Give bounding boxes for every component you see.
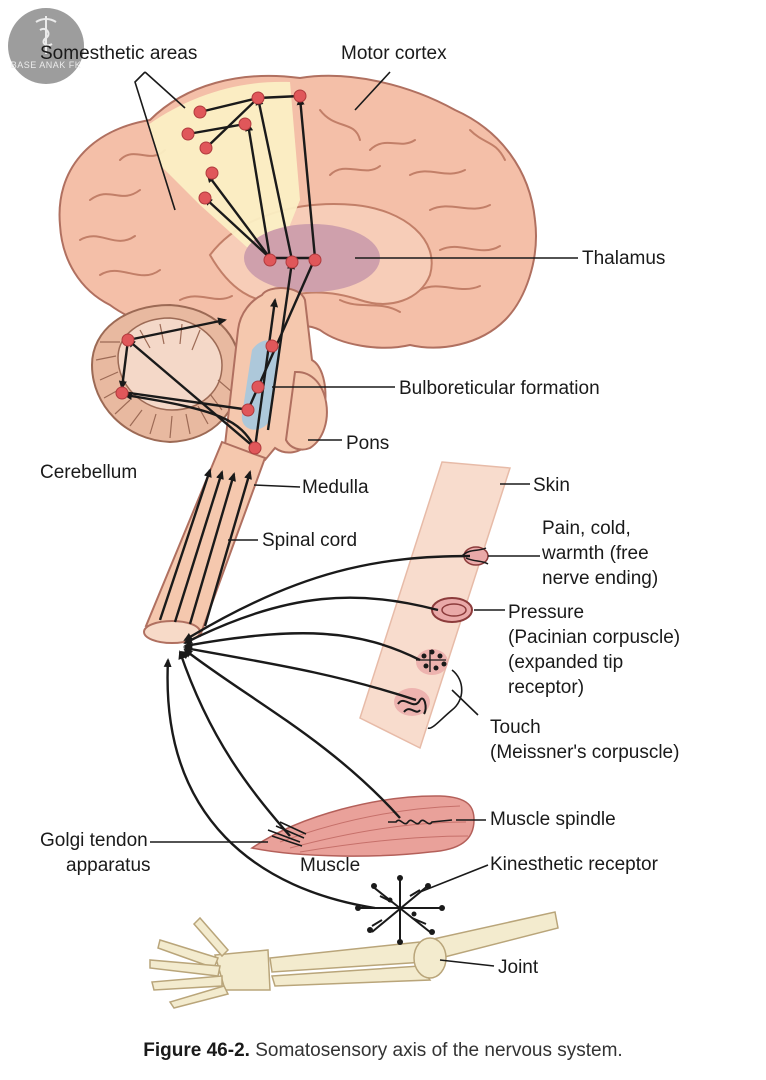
label-thalamus: Thalamus (582, 248, 666, 269)
label-pressure-1: Pressure (508, 602, 585, 623)
leader-lines (134, 71, 578, 967)
label-kinesthetic-receptor: Kinesthetic receptor (490, 854, 658, 875)
sensory-pathways (118, 96, 471, 910)
golgi-tendon-apparatus (267, 821, 307, 847)
expanded-tip-receptor (416, 649, 448, 675)
caduceus-icon (35, 16, 57, 54)
label-joint: Joint (498, 957, 539, 978)
label-golgi-1: Golgi tendon (40, 830, 148, 851)
label-pain-1: Pain, cold, (542, 518, 631, 539)
caption-text: Somatosensory axis of the nervous system… (255, 1040, 623, 1061)
label-cerebellum: Cerebellum (40, 462, 138, 483)
label-motor-cortex: Motor cortex (341, 43, 447, 64)
label-spinal-cord: Spinal cord (262, 530, 358, 551)
label-muscle-spindle: Muscle spindle (490, 809, 616, 830)
label-pons: Pons (346, 433, 390, 454)
figure-caption: Figure 46-2. Somatosensory axis of the n… (0, 1040, 766, 1062)
pacinian-corpuscle (431, 597, 473, 623)
meissner-corpuscle (394, 688, 430, 716)
neuron-dots (115, 89, 322, 455)
label-golgi-2: apparatus (66, 855, 151, 876)
label-pressure-3: (expanded tip (508, 652, 624, 673)
watermark-text: BASE ANAK FK (10, 60, 82, 70)
label-bulboreticular-formation: Bulboreticular formation (399, 378, 600, 399)
label-medulla: Medulla (302, 477, 369, 498)
label-touch-1: Touch (490, 717, 541, 738)
caption-figure-number: Figure 46-2. (143, 1040, 250, 1061)
label-muscle: Muscle (300, 855, 361, 876)
label-pressure-4: receptor) (508, 677, 585, 698)
label-skin: Skin (533, 475, 570, 496)
label-pain-2: warmth (free (542, 543, 649, 564)
muscle-shape (250, 795, 475, 857)
label-somesthetic-areas: Somesthetic areas (40, 43, 198, 64)
label-pressure-2: (Pacinian corpuscle) (508, 627, 681, 648)
watermark-logo: BASE ANAK FK (8, 8, 84, 84)
kinesthetic-receptor (355, 875, 445, 945)
label-touch-2: (Meissner's corpuscle) (490, 742, 680, 763)
label-pain-3: nerve ending) (542, 568, 659, 589)
muscle-spindle (388, 819, 453, 825)
arm-bones (149, 911, 559, 1009)
